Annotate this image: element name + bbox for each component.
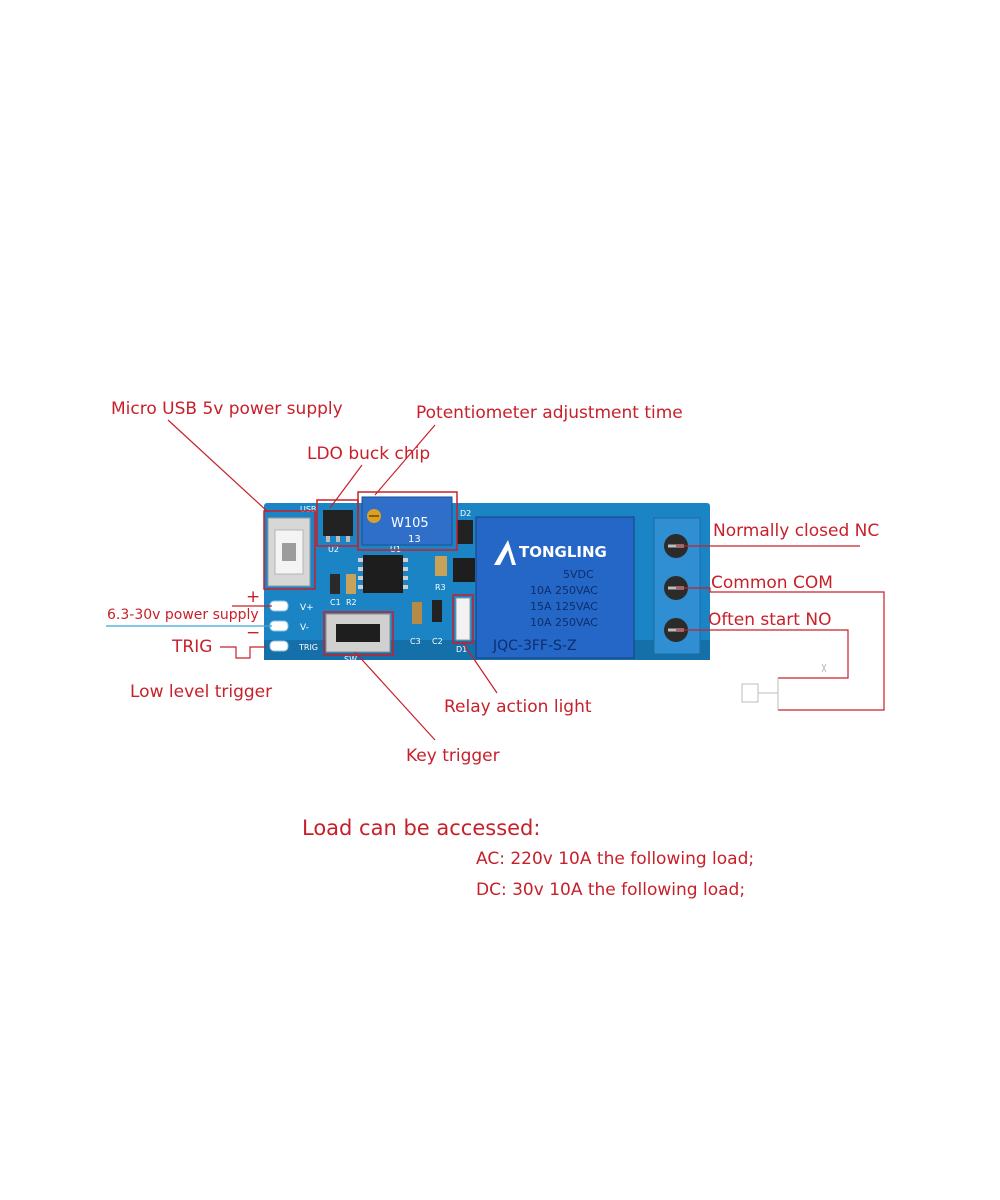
silk-c3: C3 xyxy=(410,637,421,646)
relay-led xyxy=(455,597,471,641)
load-ac: AC: 220v 10A the following load; xyxy=(476,849,755,869)
leader-led xyxy=(462,642,498,694)
silk-c1: C1 xyxy=(330,598,341,607)
relay-model: JQC-3FF-S-Z xyxy=(492,638,577,654)
smd-r1 xyxy=(330,574,340,594)
label-low-level: Low level trigger xyxy=(130,682,273,702)
leader-com xyxy=(676,587,885,711)
relay-body xyxy=(475,516,635,659)
silk-r3: R3 xyxy=(435,583,446,592)
load-lamp-icon xyxy=(741,663,827,710)
label-minus: − xyxy=(246,623,261,643)
transistor xyxy=(453,558,475,582)
terminal-block xyxy=(653,517,701,655)
highlight-pot xyxy=(357,491,458,551)
relay-line-4: 10A 250VAC xyxy=(530,616,598,629)
label-com: Common COM xyxy=(711,573,833,593)
silk-d1: D1 xyxy=(456,645,467,654)
label-plus: + xyxy=(246,587,261,607)
ic-pins xyxy=(358,558,408,589)
pot-sub: 13 xyxy=(408,534,421,545)
smd-c2 xyxy=(432,600,442,622)
silk-d2: D2 xyxy=(460,509,471,518)
relay-line-3: 15A 125VAC xyxy=(530,600,598,613)
silk-usb: USB xyxy=(300,505,316,514)
silk-u2: U2 xyxy=(328,545,339,554)
diode-d2 xyxy=(457,520,473,544)
label-no: Often start NO xyxy=(708,610,832,630)
label-micro-usb: Micro USB 5v power supply xyxy=(111,399,343,419)
micro-usb-connector xyxy=(267,517,311,587)
potentiometer xyxy=(361,496,453,546)
label-key-trigger: Key trigger xyxy=(406,746,500,766)
label-nc: Normally closed NC xyxy=(713,521,880,541)
trig-pulse xyxy=(220,646,266,659)
silk-vplus: V+ xyxy=(300,603,314,613)
load-dc: DC: 30v 10A the following load; xyxy=(476,880,746,900)
pin-holes xyxy=(269,600,289,652)
silk-c2: C2 xyxy=(432,637,443,646)
label-potentiometer: Potentiometer adjustment time xyxy=(416,403,683,423)
load-heading: Load can be accessed: xyxy=(302,816,541,840)
relay-line-2: 10A 250VAC xyxy=(530,584,598,597)
silk-sw: SW xyxy=(344,655,357,664)
silk-vminus: V- xyxy=(300,623,309,633)
relay-line-1: 5VDC xyxy=(563,568,594,581)
key-switch xyxy=(325,613,391,653)
relay-brand: TONGLING xyxy=(519,543,607,561)
ldo-chip xyxy=(323,510,353,542)
leader-pot xyxy=(374,424,436,496)
leader-no xyxy=(676,629,849,679)
label-trig: TRIG xyxy=(172,637,213,657)
smd-r2 xyxy=(346,574,356,594)
label-ldo: LDO buck chip xyxy=(307,444,431,464)
leader-usb xyxy=(167,419,269,513)
label-power-supply: 6.3-30v power supply xyxy=(107,607,259,623)
highlight-usb xyxy=(263,510,316,590)
silk-r2: R2 xyxy=(346,598,357,607)
label-relay-light: Relay action light xyxy=(444,697,592,717)
silk-trig: TRIG xyxy=(298,643,318,652)
leader-key xyxy=(354,651,436,741)
smd-r3 xyxy=(435,556,447,576)
ic-chip xyxy=(363,555,403,593)
leader-ldo xyxy=(329,464,363,509)
smd-c3 xyxy=(412,602,422,624)
pot-marking: W105 xyxy=(391,516,429,531)
